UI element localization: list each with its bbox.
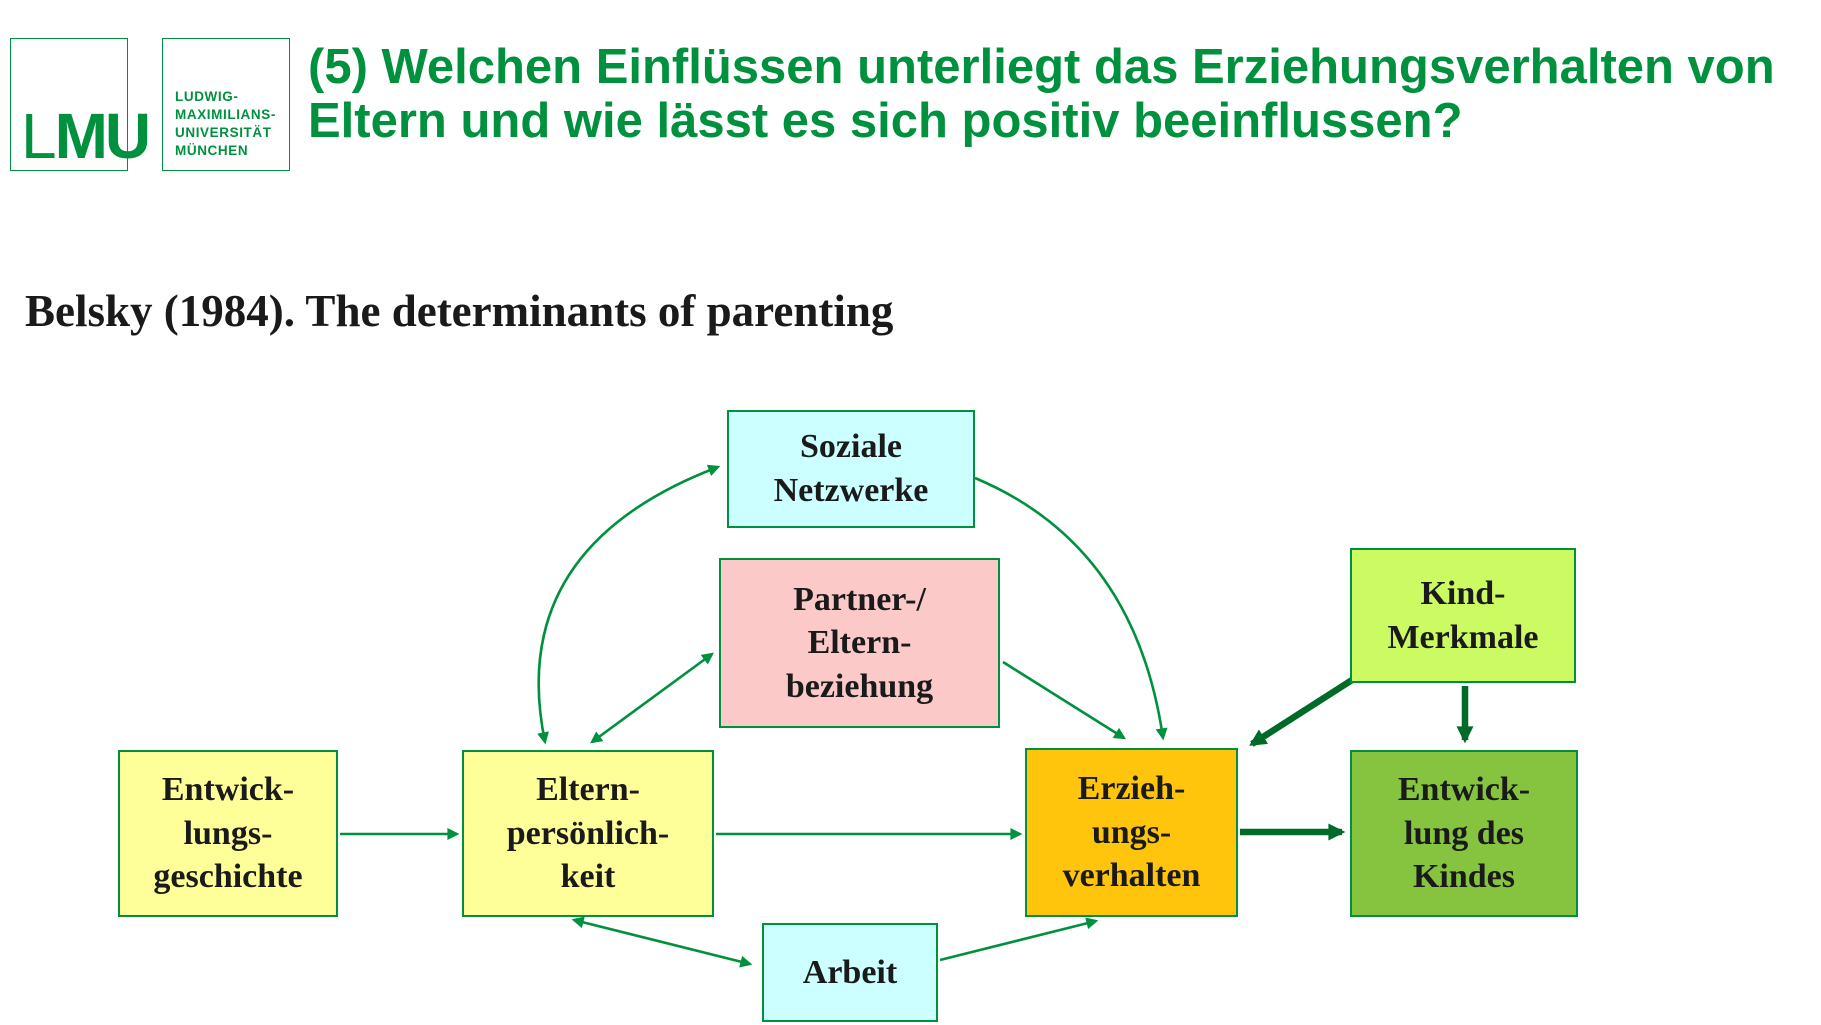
text-line: persönlich- <box>506 814 670 852</box>
arrow-eltern-soziale-bidirectional <box>537 464 721 745</box>
text-line: lung des <box>1404 814 1524 852</box>
lmu-wordmark: LMU <box>21 104 151 168</box>
arrow-kindmerkmale-to-erzieh <box>1249 677 1354 747</box>
text-line: ungs- <box>1091 813 1172 851</box>
text-line: Merkmale <box>1387 618 1539 656</box>
node-entwicklungsgeschichte: Entwick-lungs-geschichte <box>118 750 338 917</box>
node-kind-merkmale: Kind- Merkmale <box>1350 548 1576 683</box>
text-line: Kindes <box>1412 858 1516 896</box>
text-line: LUDWIG- <box>175 88 239 104</box>
text-line: UNIVERSITÄT <box>175 124 272 140</box>
text-line: Arbeit <box>802 953 898 991</box>
node-erziehungsverhalten: Erzieh-ungs-verhalten <box>1025 748 1238 917</box>
slide-title: (5) Welchen Einflüssen unterliegt das Er… <box>308 40 1818 148</box>
text-line: Entwick- <box>161 771 295 809</box>
slide-title-line1: (5) Welchen Einflüssen unterliegt das Er… <box>308 40 1775 94</box>
text-line: Netzwerke <box>773 472 929 509</box>
slide-title-line2: Eltern und wie lässt es sich positiv bee… <box>308 94 1463 148</box>
text-line: MAXIMILIANS- <box>175 106 276 122</box>
lmu-letters-mu: MU <box>54 100 152 172</box>
node-elternpersoenlichkeit: Eltern-persönlich-keit <box>462 750 714 917</box>
arrow-soziale-to-erzieh <box>974 476 1168 741</box>
node-partner-elternbeziehung: Partner-/ Eltern-beziehung <box>719 558 1000 728</box>
lmu-letter-l: L <box>21 100 57 172</box>
lmu-logo-institution-box: LUDWIG- MAXIMILIANS- UNIVERSITÄT MÜNCHEN <box>162 38 290 171</box>
lmu-logo-wordmark-box: LMU <box>10 38 151 171</box>
text-line: Erzieh- <box>1077 770 1186 808</box>
arrow-arbeit-to-erzieh <box>939 917 1099 962</box>
text-line: MÜNCHEN <box>175 142 249 158</box>
text-line: Soziale <box>800 428 902 466</box>
text-line: verhalten <box>1062 857 1201 895</box>
text-line: Eltern- <box>807 624 912 662</box>
text-line: Entwick- <box>1397 771 1531 809</box>
node-arbeit: Arbeit <box>762 923 938 1022</box>
reference-heading: Belsky (1984). The determinants of paren… <box>25 286 894 336</box>
arrow-eltern-arbeit-bidirectional <box>571 916 753 968</box>
text-line: keit <box>560 858 616 896</box>
arrow-partner-to-erzieh <box>1002 660 1127 740</box>
text-line: Eltern- <box>536 771 640 809</box>
text-line: Kind- <box>1420 574 1506 612</box>
text-line: beziehung <box>785 667 934 705</box>
arrow-eltern-partner-bidirectional <box>590 652 714 744</box>
text-line: geschichte <box>153 858 303 896</box>
text-line: lungs- <box>183 814 273 852</box>
text-line: Partner-/ <box>793 580 926 618</box>
